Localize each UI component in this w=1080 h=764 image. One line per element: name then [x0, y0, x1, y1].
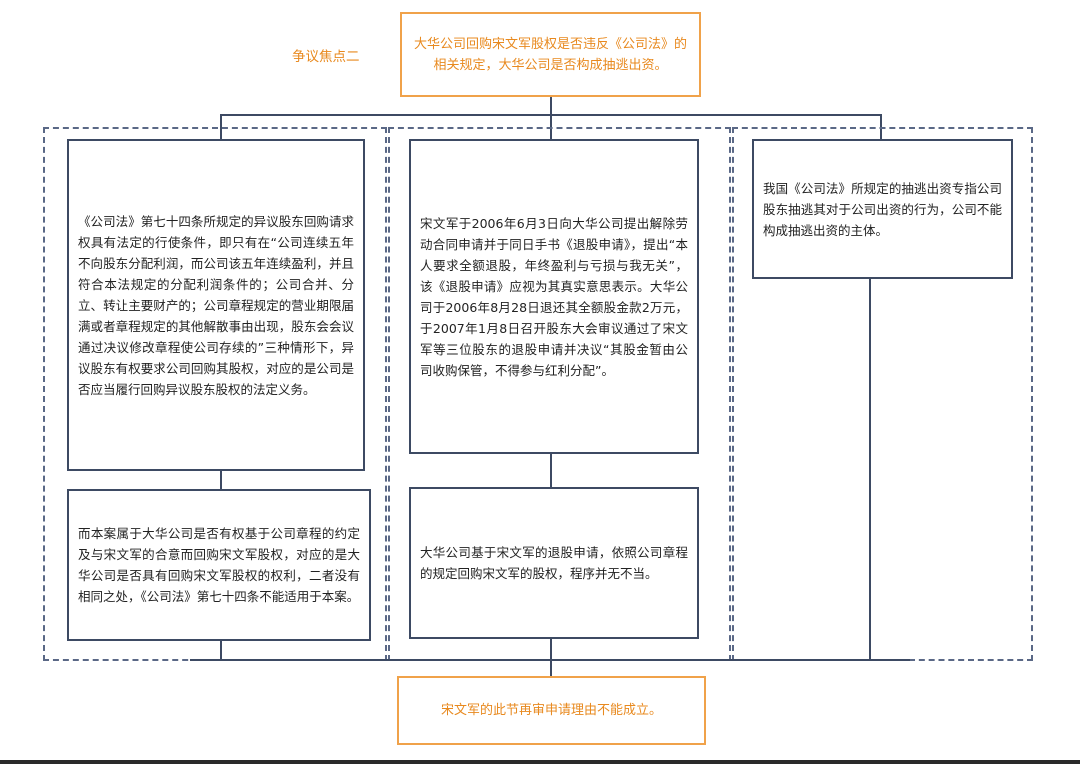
column-2-upper-box: 宋文军于2006年6月3日向大华公司提出解除劳动合同申请并于同日手书《退股申请》…	[409, 139, 699, 454]
connector-top-stem	[550, 97, 552, 115]
connector-bottom-horizontal	[190, 659, 910, 661]
column-3-upper-text: 我国《公司法》所规定的抽逃出资专指公司股东抽逃其对于公司出资的行为，公司不能构成…	[763, 180, 1002, 238]
column-2-lower-text: 大华公司基于宋文军的退股申请，依照公司章程的规定回购宋文军的股权，程序并无不当。	[420, 545, 688, 581]
conclusion-text: 宋文军的此节再审申请理由不能成立。	[440, 703, 662, 718]
top-question-box: 大华公司回购宋文军股权是否违反《公司法》的相关规定，大华公司是否构成抽逃出资。	[400, 12, 701, 97]
column-1-lower-text: 而本案属于大华公司是否有权基于公司章程的约定及与宋文军的合意而回购宋文军股权，对…	[78, 526, 360, 604]
column-3-upper-box: 我国《公司法》所规定的抽逃出资专指公司股东抽逃其对于公司出资的行为，公司不能构成…	[752, 139, 1013, 279]
column-2-lower-box: 大华公司基于宋文军的退股申请，依照公司章程的规定回购宋文军的股权，程序并无不当。	[409, 487, 699, 639]
column-1-upper-text: 《公司法》第七十四条所规定的异议股东回购请求权具有法定的行使条件，即只有在“公司…	[78, 213, 354, 397]
top-question-text: 大华公司回购宋文军股权是否违反《公司法》的相关规定，大华公司是否构成抽逃出资。	[413, 36, 687, 73]
focus-label: 争议焦点二	[292, 49, 360, 65]
connector-col2-to-conclusion	[550, 639, 552, 676]
conclusion-box: 宋文军的此节再审申请理由不能成立。	[397, 676, 706, 745]
column-1-upper-box: 《公司法》第七十四条所规定的异议股东回购请求权具有法定的行使条件，即只有在“公司…	[67, 139, 365, 471]
column-1-lower-box: 而本案属于大华公司是否有权基于公司章程的约定及与宋文军的合意而回购宋文军股权，对…	[67, 489, 371, 641]
connector-col3-bottom	[869, 279, 871, 660]
connector-col1-mid	[220, 471, 222, 489]
connector-col1-bottom	[220, 641, 222, 660]
column-2-upper-text: 宋文军于2006年6月3日向大华公司提出解除劳动合同申请并于同日手书《退股申请》…	[420, 215, 688, 378]
bottom-edge	[0, 760, 1080, 764]
connector-col2-mid	[550, 454, 552, 487]
